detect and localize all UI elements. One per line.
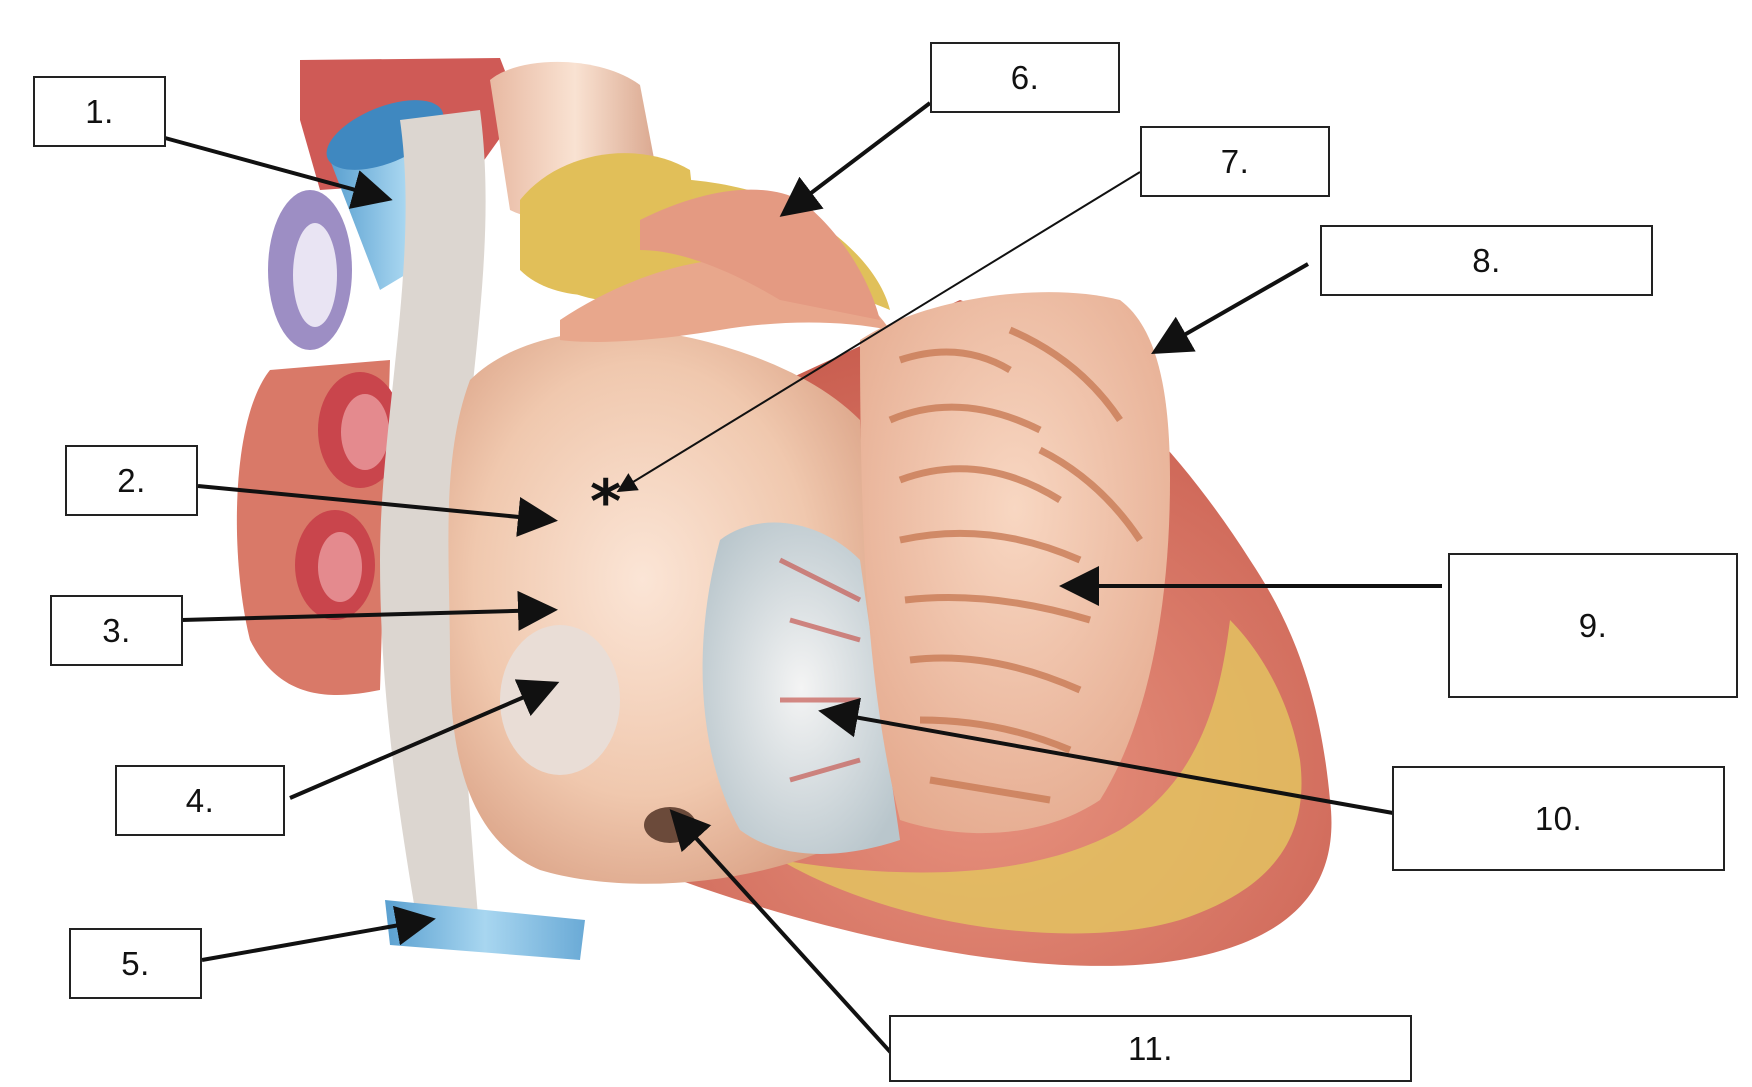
- label-box-8[interactable]: 8.: [1320, 225, 1653, 296]
- pulmonary-vein-upper-inner: [341, 394, 389, 470]
- label-box-10[interactable]: 10.: [1392, 766, 1725, 871]
- label-box-3[interactable]: 3.: [50, 595, 183, 666]
- aorta-base-fat: [520, 153, 700, 296]
- label-box-4[interactable]: 4.: [115, 765, 285, 836]
- atrial-wall-crest: [640, 189, 880, 320]
- label-box-7[interactable]: 7.: [1140, 126, 1330, 197]
- purple-vein-inner: [293, 223, 337, 327]
- leader-6: [779, 101, 932, 217]
- svc-opening: [326, 100, 444, 170]
- valve-chordae: [778, 557, 862, 783]
- label-box-5[interactable]: 5.: [69, 928, 202, 999]
- leader-7: [616, 171, 1141, 493]
- leader-5: [201, 905, 436, 962]
- leader-10: [818, 697, 1394, 815]
- label-box-9[interactable]: 9.: [1448, 553, 1738, 698]
- leader-2: [197, 484, 558, 537]
- label-box-6[interactable]: 6.: [930, 42, 1120, 113]
- leader-4: [289, 679, 560, 800]
- pectinate-muscles: [888, 326, 1143, 804]
- epicardial-fat: [780, 620, 1302, 934]
- label-box-1[interactable]: 1.: [33, 76, 166, 147]
- tricuspid-region: [702, 522, 900, 854]
- leader-11: [669, 809, 895, 1057]
- label-box-11[interactable]: 11.: [889, 1015, 1412, 1082]
- leader-1: [164, 136, 393, 209]
- right-auricle-shape: [860, 292, 1170, 834]
- fossa-region: [500, 625, 620, 775]
- label-box-2[interactable]: 2.: [65, 445, 198, 516]
- leader-8: [1151, 262, 1309, 354]
- leader-3: [181, 590, 558, 631]
- asterisk-marker: *: [590, 467, 622, 537]
- pulmonary-vein-lower-inner: [318, 532, 362, 602]
